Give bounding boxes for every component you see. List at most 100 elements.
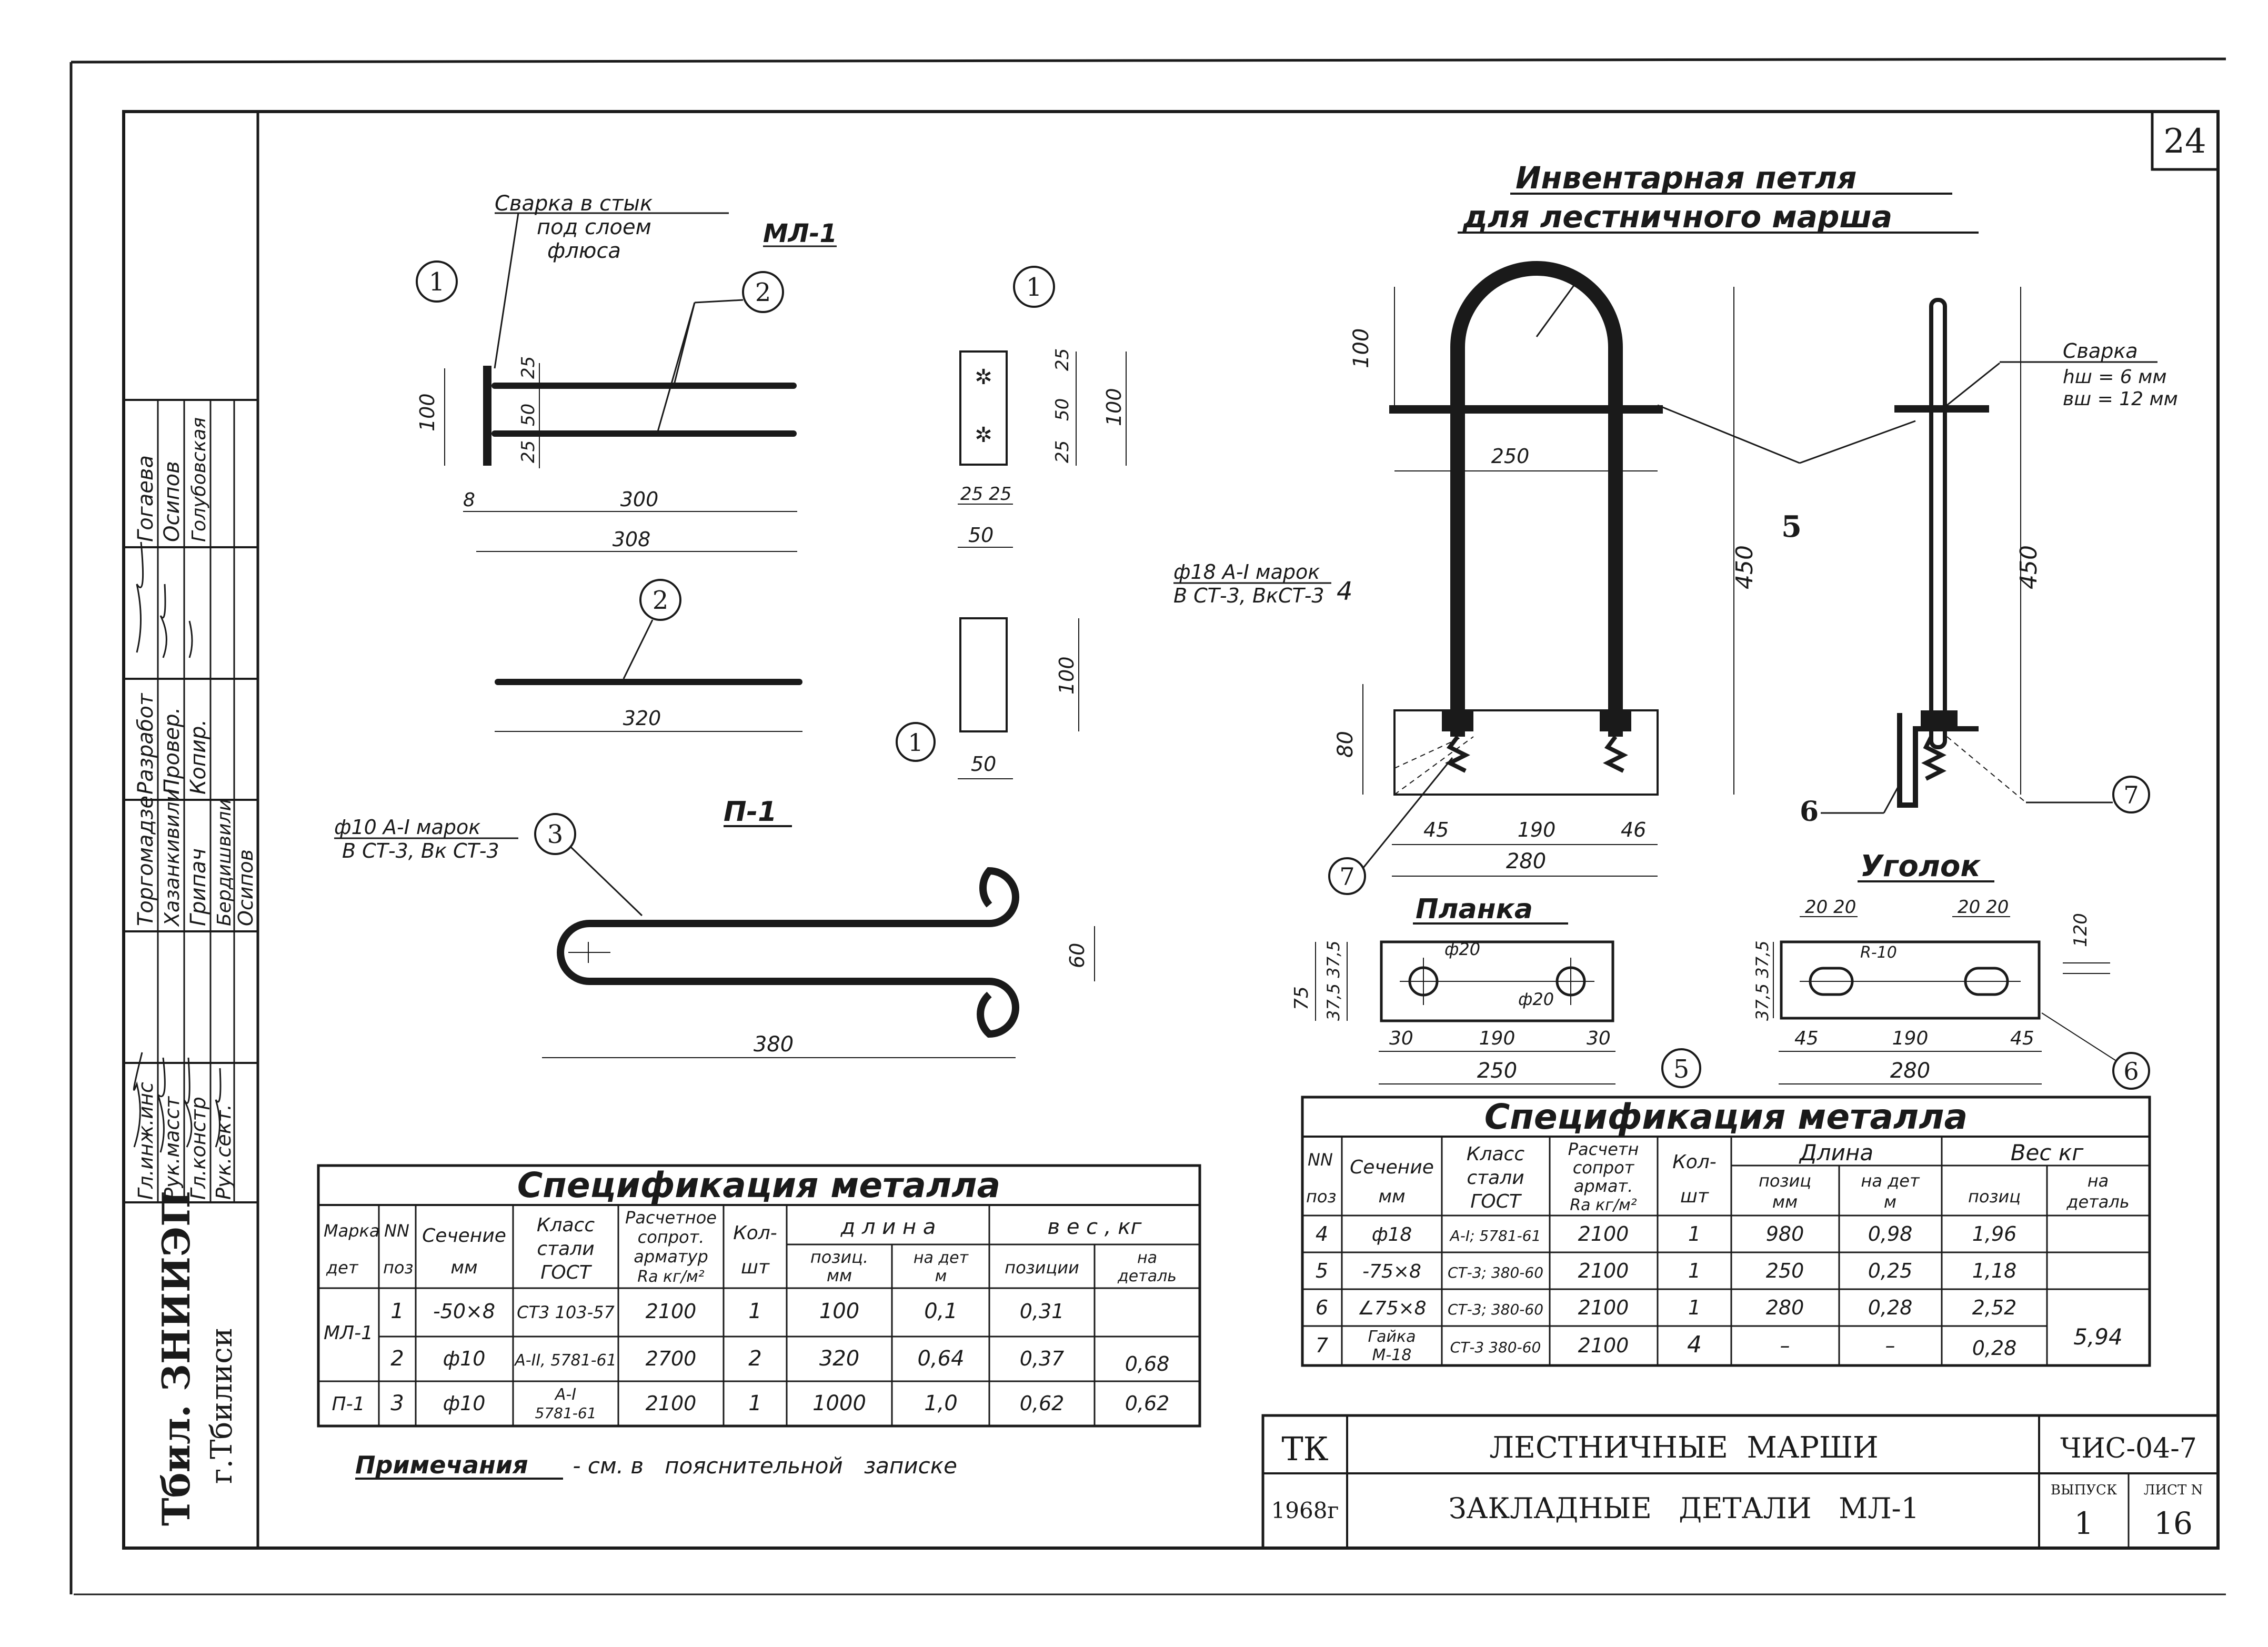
spec-left-h-rasch-1: Расчетное [625, 1208, 717, 1228]
spec-left-r3-vesdet: 0,62 [1125, 1392, 1170, 1415]
ml1-pos2b-circle [639, 579, 681, 621]
spec-left-h-rasch-3: арматур [634, 1247, 708, 1267]
spec-right-r2-poz: 5 [1316, 1259, 1328, 1282]
ugolok-pos: 6 [2123, 1057, 2139, 1086]
spec-left-h-mark-1: Марка [324, 1221, 379, 1241]
spec-left-h-vesdet-1: на [1137, 1249, 1157, 1267]
spec-right-h-sech-1: Сечение [1350, 1157, 1434, 1178]
spec-left-r3-poz: 3 [390, 1391, 404, 1415]
ml1-sec-pos1: 1 [908, 728, 923, 757]
p1-note-2: В СТ-3, Вк СТ-3 [342, 839, 499, 862]
spec-right-h-rasch-2: сопрот [1573, 1158, 1635, 1178]
spec-left-h-kol-1: Кол- [733, 1222, 777, 1244]
spec-right-r3-rasch: 2100 [1578, 1296, 1629, 1319]
loop-side-thread [1921, 736, 1946, 781]
spec-right-title: Спецификация металла [1484, 1097, 1968, 1137]
spec-right-h-ves: Вес кг [2011, 1140, 2084, 1166]
stamp-name-5: Осипов [234, 849, 257, 926]
spec-left-h-dlpoz-1: позиц. [810, 1247, 868, 1267]
title-vyp-label: ВЫПУСК [2051, 1482, 2117, 1498]
loop-pos7a: 7 [1339, 862, 1354, 891]
spec-left-h-klass-3: ГОСТ [540, 1262, 593, 1283]
stamp-name-c3: Голубовская [188, 417, 210, 542]
outer-top-border [71, 57, 2226, 64]
ugolok-plate [1780, 940, 2041, 1020]
stamp-organization: Тбил. ЗНИИЭП [154, 1191, 198, 1526]
ml1-dim-8: 8 [463, 489, 475, 511]
p1-note-1: ф10 А-I марок [334, 816, 480, 839]
spec-right-h-dlpoz-1: позиц [1759, 1171, 1811, 1191]
spec-right-h-klass-3: ГОСТ [1470, 1191, 1522, 1212]
spec-left-r1-dlpoz: 100 [819, 1299, 859, 1323]
stamp-name-4: Бердишвили [214, 799, 235, 926]
ugolok-dim-120: 120 [2070, 913, 2091, 947]
ml1-dim-50: 50 [518, 404, 539, 426]
p1-detail: П-1 ф10 А-I марок В СТ-3, Вк СТ-3 3 60 3… [334, 796, 1095, 1058]
spec-left-r2-dldet: 0,64 [917, 1347, 964, 1371]
loop-pos7b-circle [2112, 776, 2150, 814]
ml1-side-dim-50: 50 [1052, 398, 1073, 421]
sheet-number-box [2151, 110, 2220, 171]
planka-dim-30a: 30 [1389, 1028, 1413, 1049]
loop-angle-front [1393, 709, 1659, 796]
spec-left-h-sech-2: мм [450, 1257, 477, 1278]
stamp-name-c1: Гогаева [134, 455, 158, 542]
stamp-role-b1: Разработ [134, 692, 158, 795]
ml1-side-dim-50w: 50 [968, 524, 993, 547]
spec-left-h-nn-1: NN [384, 1221, 409, 1241]
p1-mark-label: П-1 [724, 796, 777, 828]
loop-dim-280: 280 [1506, 849, 1546, 873]
p1-dim-380: 380 [754, 1032, 794, 1057]
stamp-name-c2: Осипов [160, 461, 184, 542]
p1-pos3-circle [534, 813, 576, 855]
title-block: ТК 1968г ЛЕСТНИЧНЫЕ МАРШИ ЗАКЛАДНЫЕ ДЕТА… [1261, 1414, 2220, 1550]
spec-left-r2-klass: А-II, 5781-61 [514, 1351, 616, 1370]
spec-right-h-dlina: Длина [1799, 1140, 1873, 1166]
loop-weld-3: вш = 12 мм [2063, 388, 2178, 410]
ml1-mark-label: МЛ-1 [763, 219, 837, 248]
spec-right-h-vesdet-1: на [2088, 1171, 2109, 1191]
loop-pos5: 5 [1781, 509, 1802, 544]
spec-left-h-klass-1: Класс [537, 1214, 595, 1236]
ugolok-r10: R-10 [1860, 943, 1897, 962]
spec-right-h-kol-2: шт [1680, 1186, 1709, 1207]
side-stamp: Гл.инж.инс Рук.масст Гл.констр Рук.сект.… [124, 399, 258, 1526]
spec-right-r3-ves: 2,52 [1972, 1296, 2017, 1319]
loop-nut-1 [1442, 710, 1473, 731]
spec-left-h-vespoz: позиции [1005, 1258, 1079, 1278]
spec-left-r3-mark: П-1 [332, 1393, 365, 1415]
spec-right-h-kol-1: Кол- [1672, 1151, 1717, 1173]
stamp-city: г.Тбилиси [205, 1328, 239, 1484]
spec-left-h-dlina: д л и н а [840, 1215, 936, 1239]
title-year: 1968г [1271, 1498, 1339, 1523]
ml1-dim-100: 100 [416, 393, 439, 431]
ml1-pos2-circle [742, 271, 784, 313]
spec-left-r3-rasch: 2100 [646, 1392, 697, 1415]
spec-right-r2-klass: СТ-3; 380-60 [1448, 1264, 1543, 1281]
ml1-dim-308: 308 [613, 528, 651, 551]
title-vyp-val: 1 [2074, 1505, 2094, 1541]
title-line-2: ЗАКЛАДНЫЕ ДЕТАЛИ МЛ-1 [1449, 1492, 1919, 1525]
p1-pos3: 3 [547, 820, 564, 849]
ugolok-detail: Уголок 20 20 20 20 R-10 37,5 37,5 120 45… [1752, 849, 2150, 1090]
spec-left-r1-sech: -50×8 [433, 1300, 495, 1323]
spec-right-h-sech-2: мм [1378, 1186, 1405, 1207]
spec-right-r4-klass: СТ-3 380-60 [1450, 1339, 1541, 1356]
loop-dim-80: 80 [1333, 731, 1358, 758]
ml1-bar-bottom [491, 430, 797, 437]
loop-title-1: Инвентарная петля [1516, 160, 1856, 196]
spec-left-r1-vespoz: 0,31 [1020, 1300, 1065, 1323]
spec-right-h-vesdet-2: деталь [2066, 1192, 2129, 1212]
spec-left-r2-vespoz: 0,37 [1020, 1347, 1065, 1370]
spec-left-h-rasch-2: сопрот. [638, 1227, 705, 1247]
spec-left-r2-poz: 2 [390, 1347, 404, 1371]
spec-right-h-rasch-3: армат. [1574, 1176, 1633, 1196]
loop-side-nut [1921, 710, 1958, 731]
ml1-weld-spot-1: ✲ [975, 365, 992, 389]
spec-left-r3-vespoz: 0,62 [1020, 1392, 1065, 1415]
spec-right-r4-rasch: 2100 [1578, 1334, 1629, 1357]
note-label: Примечания [355, 1451, 528, 1479]
planka-dim-30b: 30 [1587, 1028, 1611, 1049]
loop-dim-450b: 450 [2015, 545, 2042, 589]
ml1-detail: Сварка в стык под слоем флюса МЛ-1 1 2 1… [416, 192, 1127, 779]
